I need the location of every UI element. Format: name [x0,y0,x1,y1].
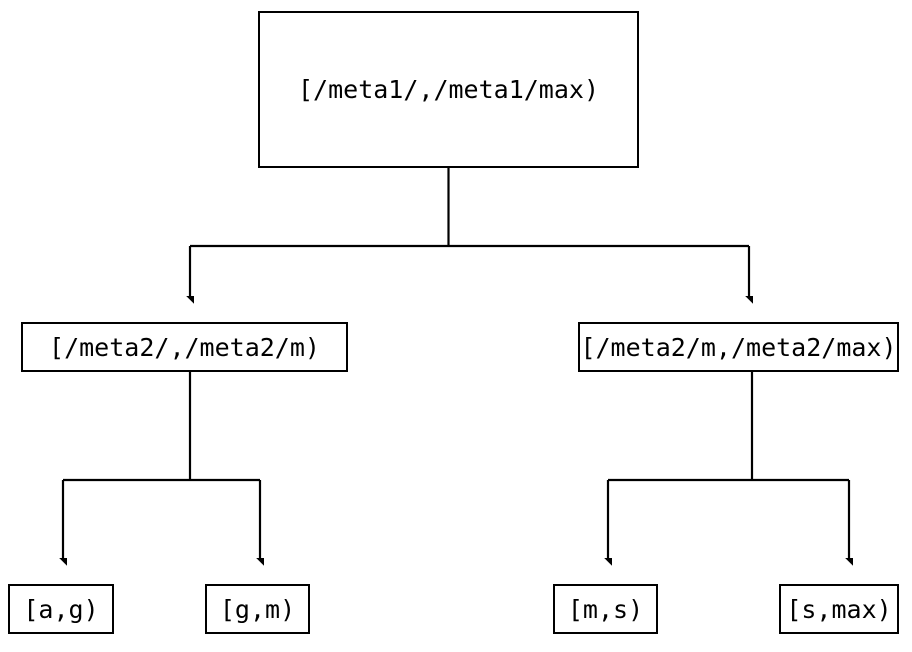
node-leaf-s-max[interactable]: [s,max) [779,584,899,634]
node-root[interactable]: [/meta1/,/meta1/max) [258,11,639,168]
node-mid-left-label: [/meta2/,/meta2/m) [49,332,320,362]
node-mid-right[interactable]: [/meta2/m,/meta2/max) [578,322,899,372]
node-leaf-g-m-label: [g,m) [219,594,296,624]
node-leaf-a-g-label: [a,g) [23,594,99,624]
node-leaf-m-s[interactable]: [m,s) [553,584,658,634]
node-leaf-m-s-label: [m,s) [567,594,644,624]
node-leaf-a-g[interactable]: [a,g) [8,584,114,634]
node-mid-right-label: [/meta2/m,/meta2/max) [580,332,897,362]
node-leaf-g-m[interactable]: [g,m) [205,584,310,634]
node-leaf-s-max-label: [s,max) [786,594,892,624]
node-mid-left[interactable]: [/meta2/,/meta2/m) [21,322,348,372]
node-root-label: [/meta1/,/meta1/max) [297,75,600,104]
